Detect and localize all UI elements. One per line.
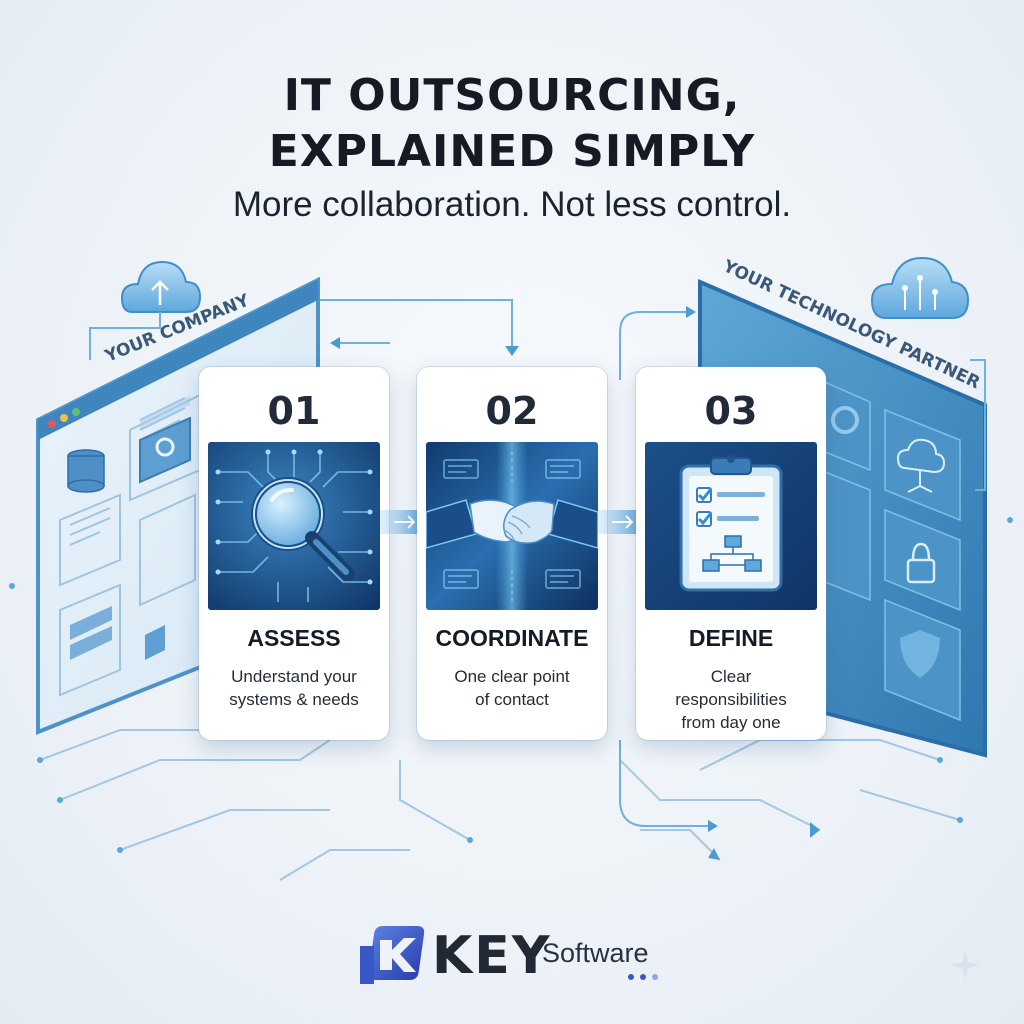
step-number: 02	[485, 389, 539, 433]
step-title: COORDINATE	[435, 625, 589, 651]
step-title: ASSESS	[247, 625, 341, 651]
step-description: One clear point of contact	[454, 667, 570, 709]
page-title-line2: EXPLAINED SIMPLY	[268, 126, 756, 177]
step-description: Clear responsibilities from day one	[675, 667, 787, 732]
brand-name: KEY	[432, 926, 552, 986]
page-title-line1: IT OUTSOURCING,	[283, 70, 741, 121]
page-subtitle: More collaboration. Not less control.	[232, 185, 792, 224]
brand-suffix: Software	[542, 938, 649, 968]
step-number: 01	[267, 389, 321, 433]
step-card-define: 03	[636, 367, 826, 740]
magnifier-circuit-icon	[208, 442, 380, 610]
step-card-assess: 01	[199, 367, 389, 740]
company-cloud-icon	[89, 260, 202, 360]
step-number: 03	[704, 389, 758, 433]
brand-logo: KEY Software	[356, 920, 676, 990]
brand-dots	[628, 974, 658, 980]
step-card-coordinate: 02	[417, 367, 607, 740]
partner-cloud-icon	[870, 256, 986, 491]
clipboard-checklist-icon	[645, 442, 817, 610]
step-description: Understand your systems & needs	[229, 667, 359, 709]
step-title: DEFINE	[688, 625, 774, 651]
key-logo-icon	[360, 926, 425, 984]
handshake-icon	[426, 442, 598, 610]
gear-box	[139, 416, 191, 484]
